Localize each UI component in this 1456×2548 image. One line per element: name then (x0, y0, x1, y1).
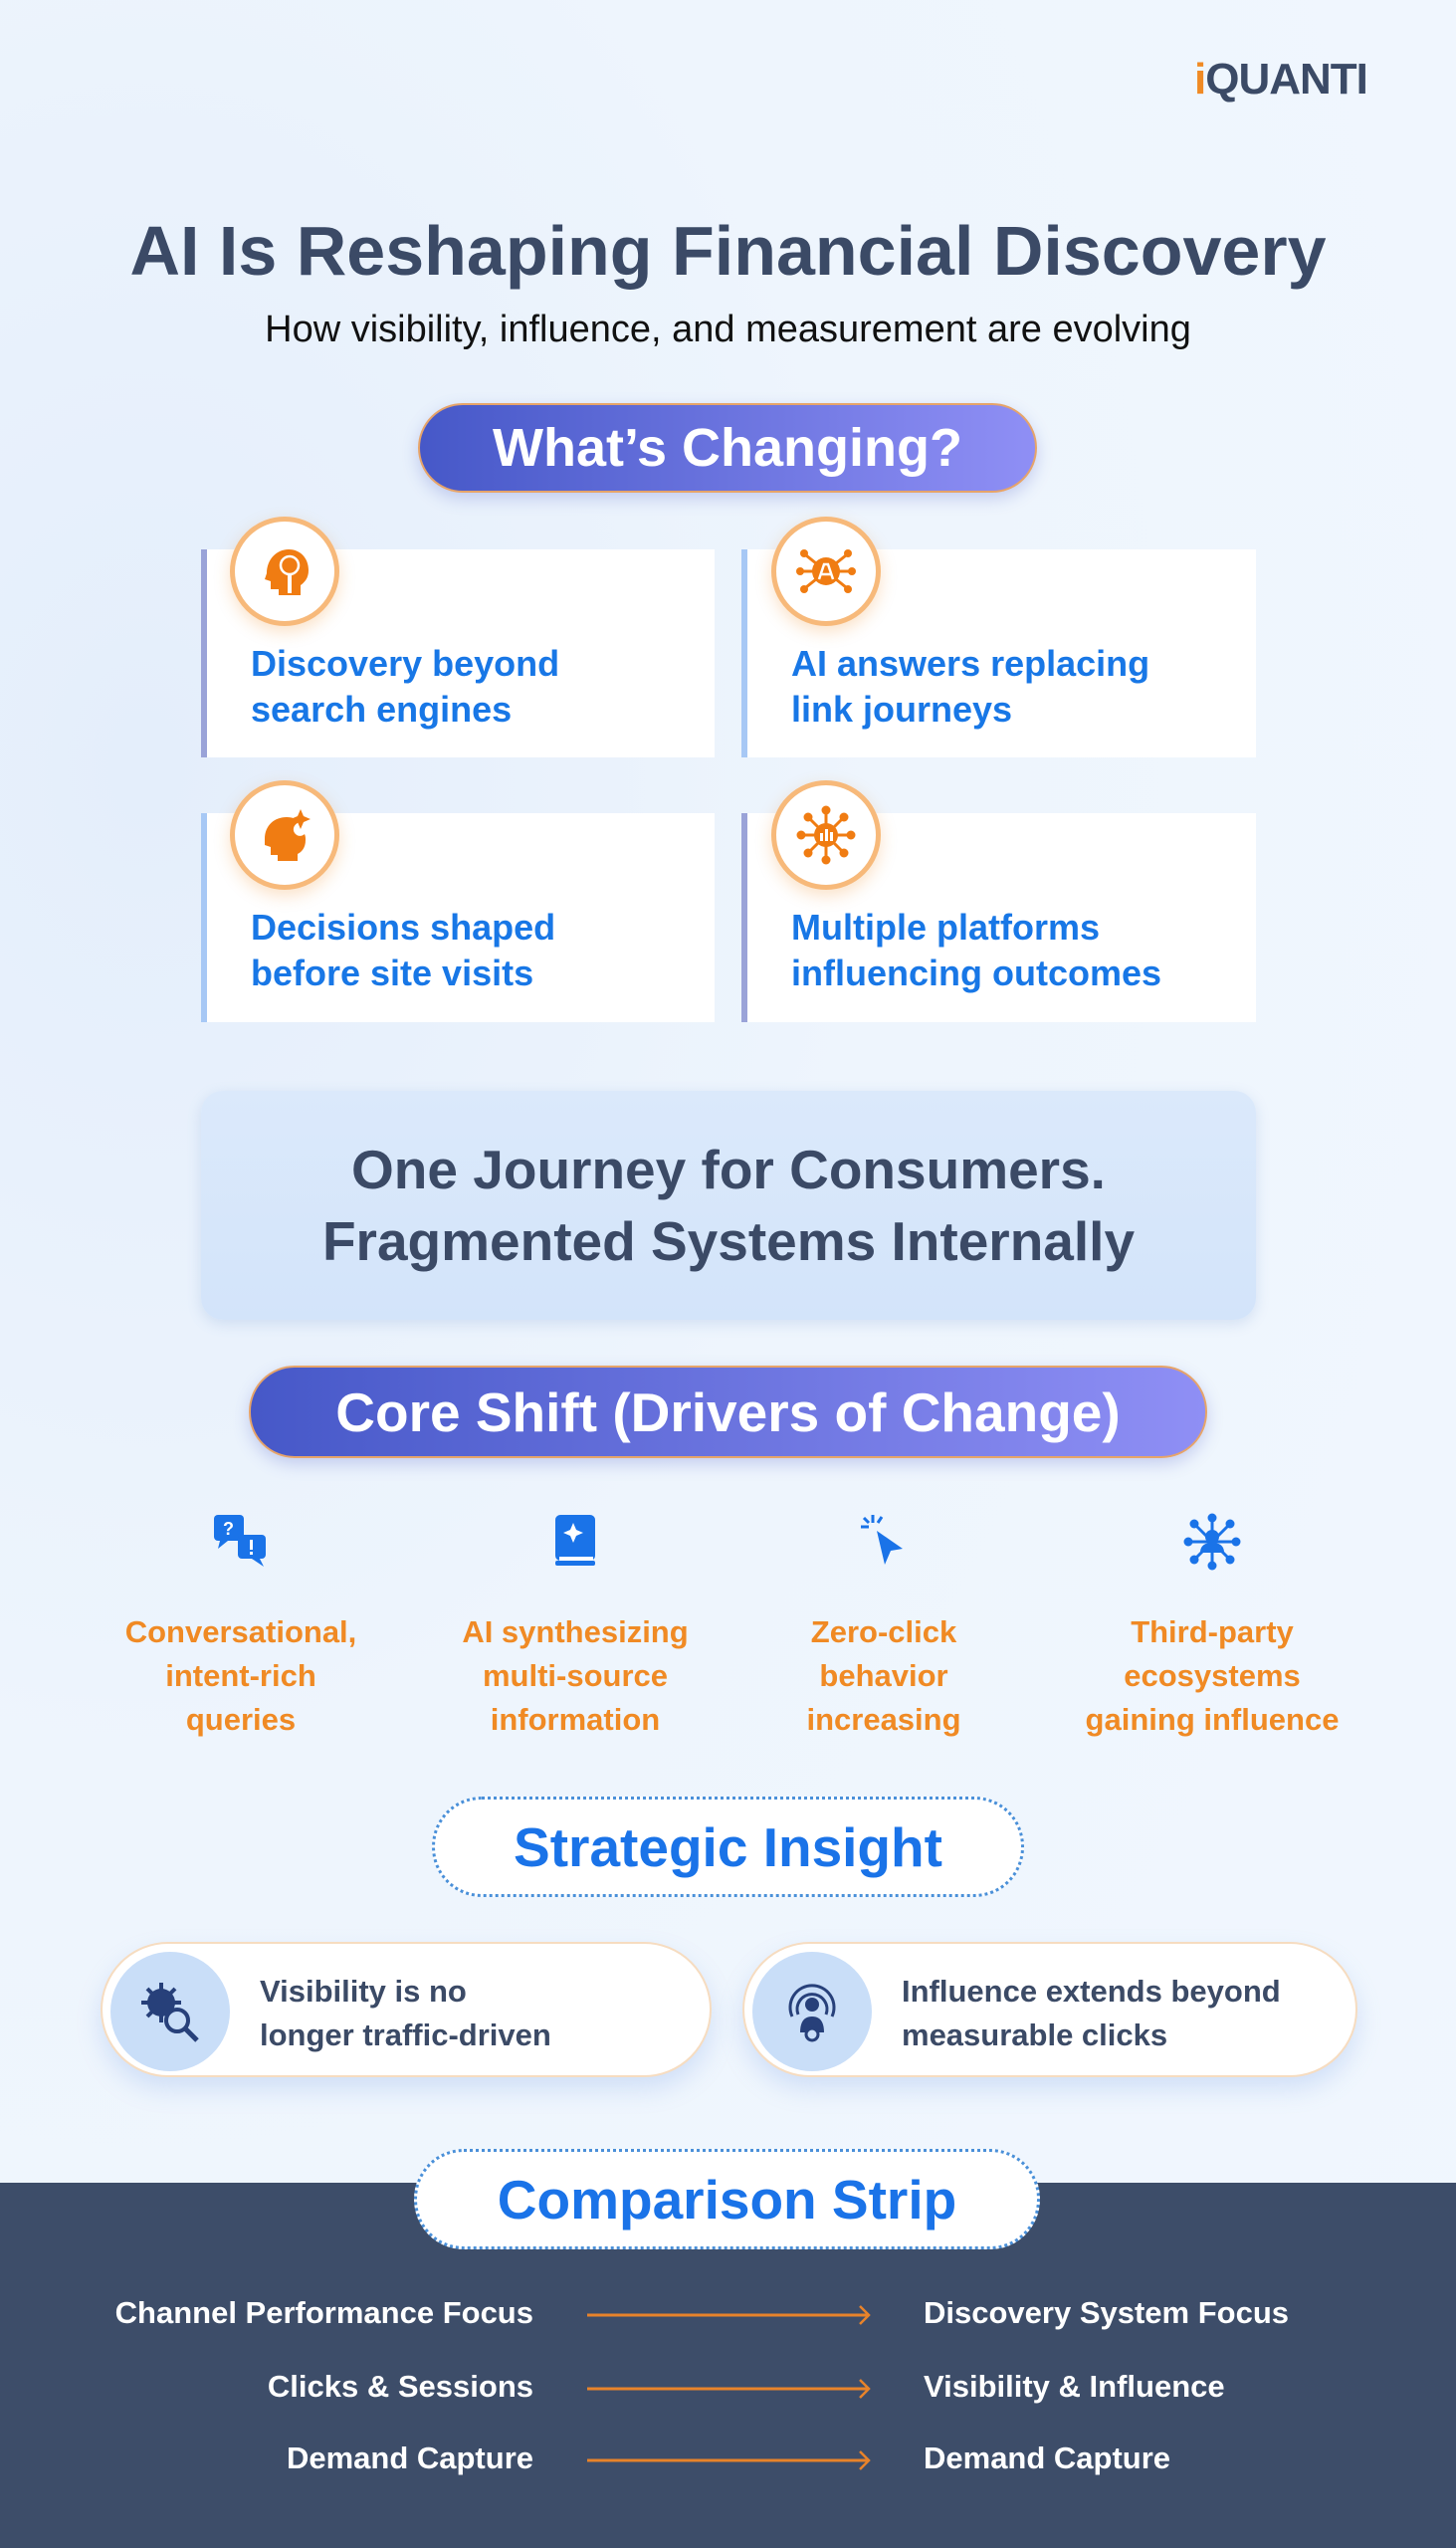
comparison-row: Demand Capture Demand Capture (0, 2441, 1456, 2484)
driver-item: Third-party ecosystems gaining influence (1053, 1513, 1371, 1742)
hub-network-icon (771, 780, 881, 890)
driver-line: multi-source (482, 1658, 669, 1693)
driver-line: Third-party (1131, 1614, 1294, 1649)
insight-card: Influence extends beyond measurable click… (742, 1942, 1357, 2077)
comparison-row: Clicks & Sessions Visibility & Influence (0, 2369, 1456, 2413)
card-line: influencing outcomes (791, 953, 1162, 993)
broadcast-person-icon (752, 1952, 872, 2071)
driver-line: AI synthesizing (462, 1614, 689, 1649)
comparison-row: Channel Performance Focus Discovery Syst… (0, 2295, 1456, 2339)
driver-item: ? Conversational, intent-rich queries (82, 1513, 400, 1742)
whats-changing-heading: What’s Changing? (418, 403, 1037, 493)
card-line: Decisions shaped (251, 907, 556, 948)
card-line: search engines (251, 689, 513, 730)
svg-text:?: ? (223, 1519, 234, 1539)
driver-line: information (490, 1702, 661, 1737)
driver-line: Conversational, (124, 1614, 357, 1649)
head-sparkle-icon (230, 780, 339, 890)
card-line: Discovery beyond (251, 643, 560, 684)
cursor-click-icon (725, 1513, 1043, 1583)
ai-book-icon (416, 1513, 734, 1583)
people-network-icon (1053, 1513, 1371, 1583)
driver-line: ecosystems (1124, 1658, 1301, 1693)
ai-network-icon (771, 517, 881, 626)
banner-line: Fragmented Systems Internally (321, 1210, 1136, 1272)
driver-line: Zero-click (810, 1614, 957, 1649)
arrow-right-icon (587, 2379, 871, 2399)
comparison-from: Demand Capture (286, 2441, 533, 2475)
arrow-right-icon (587, 2305, 871, 2325)
card-line: link journeys (791, 689, 1013, 730)
insight-line: measurable clicks (902, 2017, 1168, 2052)
card-line: before site visits (251, 953, 534, 993)
arrow-right-icon (587, 2450, 871, 2470)
card-line: AI answers replacing (791, 643, 1150, 684)
page-subtitle: How visibility, influence, and measureme… (265, 309, 1191, 350)
comparison-to: Visibility & Influence (924, 2369, 1225, 2404)
strategic-insight-heading: Strategic Insight (432, 1797, 1024, 1897)
virus-search-icon (110, 1952, 230, 2071)
comparison-to: Discovery System Focus (924, 2295, 1290, 2330)
iquanti-logo: iQUANTI (1194, 55, 1368, 104)
driver-line: increasing (806, 1702, 961, 1737)
change-card: AI answers replacing link journeys (741, 549, 1256, 757)
banner-line: One Journey for Consumers. (351, 1139, 1106, 1200)
card-line: Multiple platforms (791, 907, 1101, 948)
chat-question-icon: ? (82, 1513, 400, 1583)
driver-line: behavior (819, 1658, 948, 1693)
core-shift-heading: Core Shift (Drivers of Change) (249, 1366, 1207, 1458)
comparison-heading: Comparison Strip (414, 2149, 1040, 2249)
page-title: AI Is Reshaping Financial Discovery (129, 212, 1327, 290)
insight-line: longer traffic-driven (260, 2017, 551, 2052)
driver-line: intent-rich (165, 1658, 316, 1693)
comparison-to: Demand Capture (924, 2441, 1171, 2475)
head-globe-search-icon (230, 517, 339, 626)
journey-banner: One Journey for Consumers. Fragmented Sy… (201, 1091, 1256, 1320)
insight-line: Influence extends beyond (902, 1974, 1281, 2009)
driver-item: Zero-click behavior increasing (725, 1513, 1043, 1742)
insight-line: Visibility is no (260, 1974, 467, 2009)
driver-line: queries (185, 1702, 297, 1737)
comparison-from: Channel Performance Focus (114, 2295, 533, 2330)
insight-card: Visibility is no longer traffic-driven (101, 1942, 712, 2077)
comparison-from: Clicks & Sessions (267, 2369, 533, 2404)
driver-item: AI synthesizing multi-source information (416, 1513, 734, 1742)
driver-line: gaining influence (1085, 1702, 1340, 1737)
